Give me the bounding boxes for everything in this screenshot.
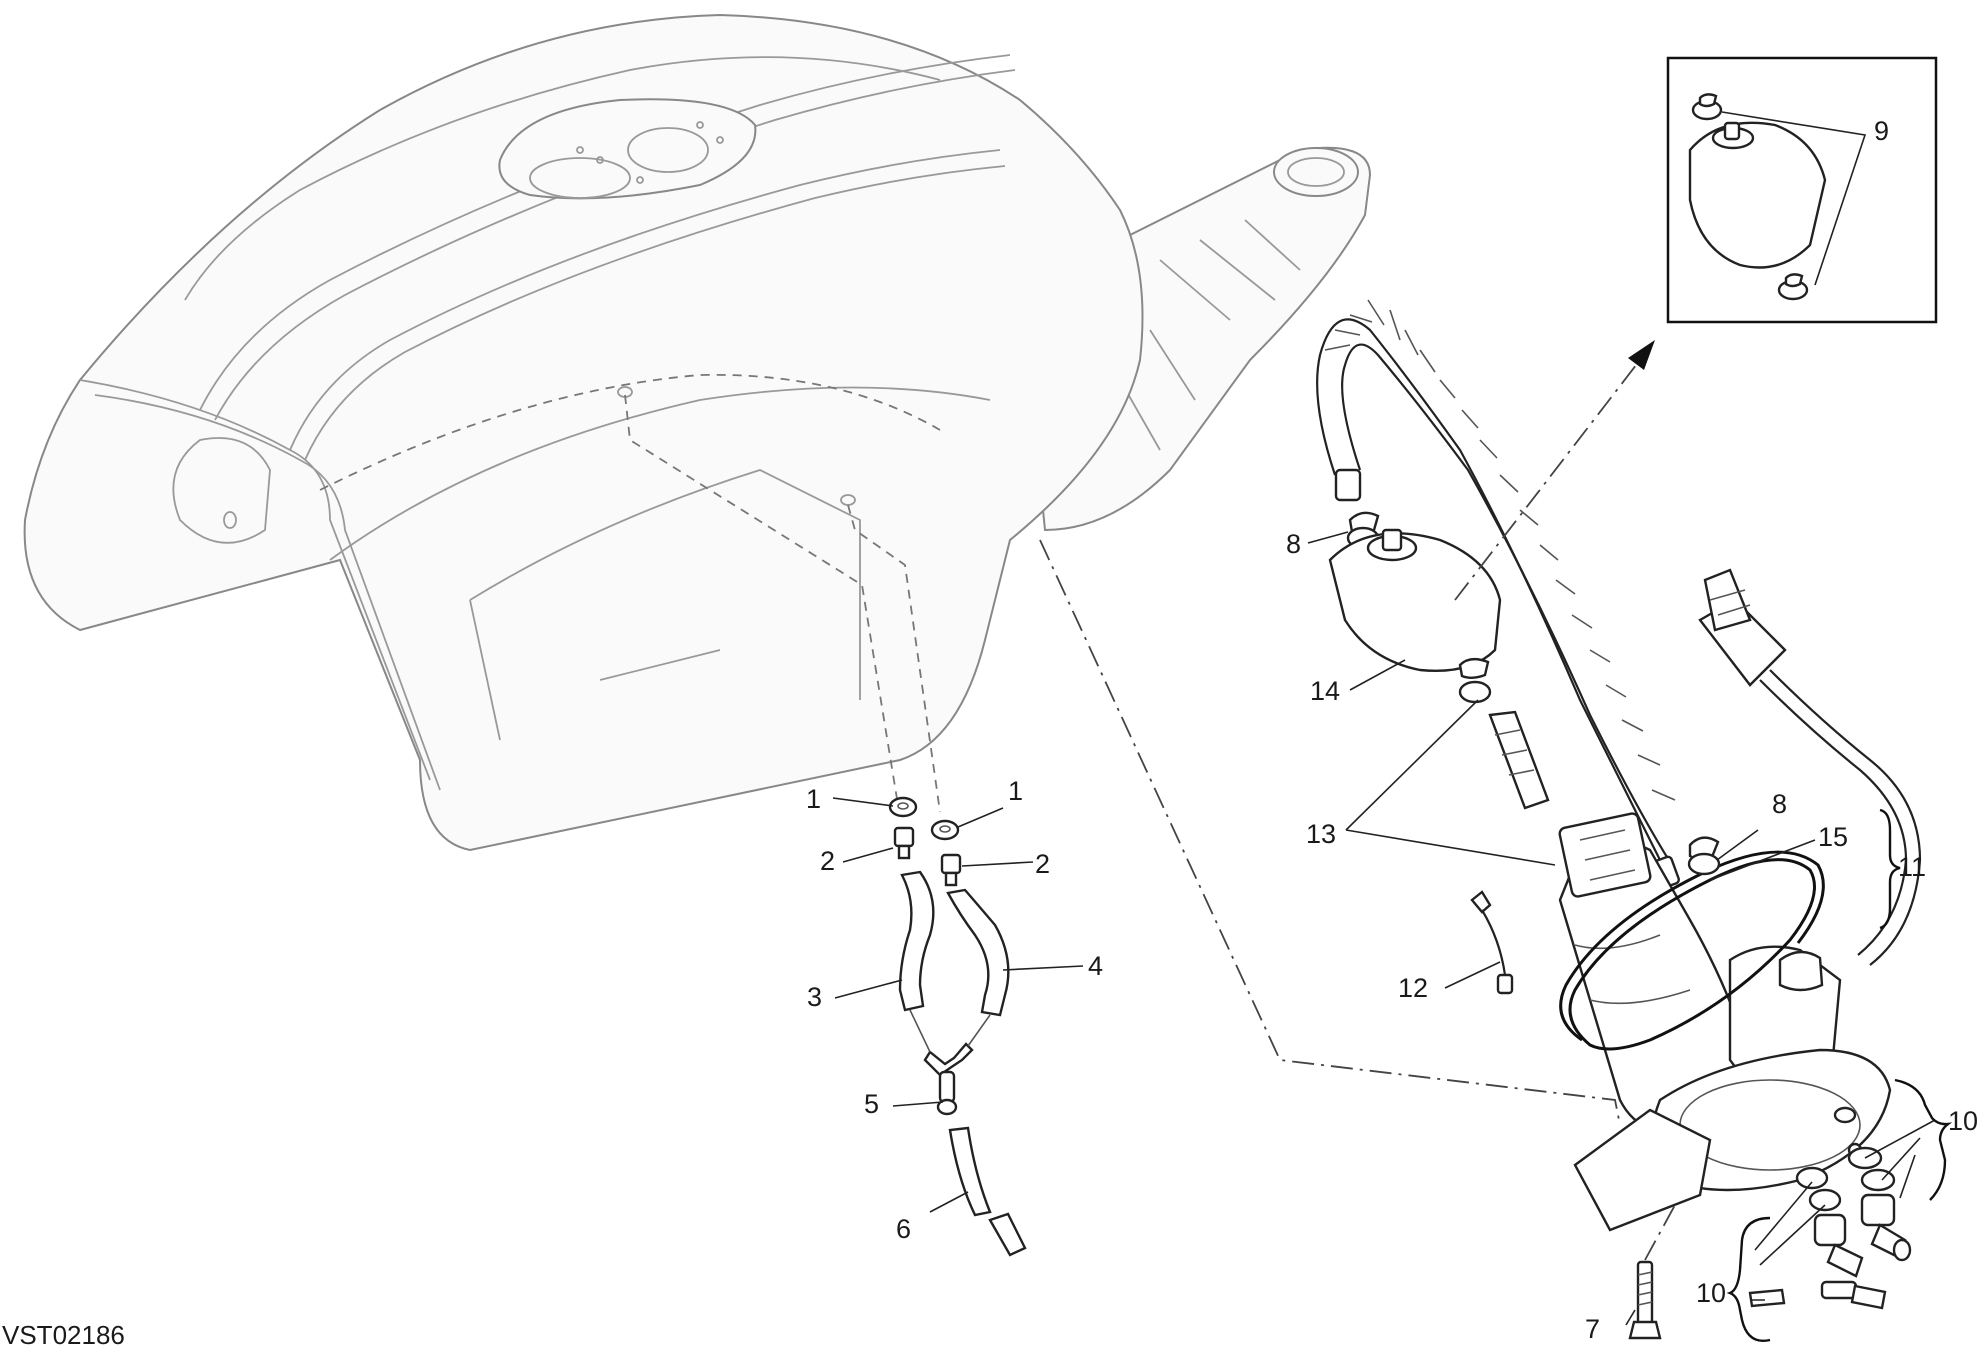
callout-13: 13: [1306, 819, 1336, 849]
callout-4: 4: [1088, 951, 1103, 981]
leader-lines: [832, 531, 1936, 1326]
group-brackets: [1726, 808, 1953, 1342]
callout-10-right: 10: [1948, 1106, 1978, 1136]
filter-detail-inset: [1666, 56, 1938, 324]
fuel-tank: [23, 13, 1372, 852]
callout-1-left: 1: [806, 784, 821, 814]
callout-12: 12: [1398, 973, 1428, 1003]
callout-8-lower: 8: [1772, 789, 1787, 819]
callout-14: 14: [1310, 676, 1340, 706]
vent-hose-assembly: [624, 394, 1027, 1257]
callout-9: 9: [1874, 116, 1889, 146]
callout-8-upper: 8: [1286, 529, 1301, 559]
callout-11: 11: [1898, 852, 1926, 882]
callout-2-left: 2: [820, 846, 835, 876]
callout-3: 3: [807, 982, 822, 1012]
callout-1-right: 1: [1008, 776, 1023, 806]
callout-5: 5: [864, 1089, 879, 1119]
callout-7: 7: [1585, 1314, 1600, 1344]
callout-6: 6: [896, 1214, 911, 1244]
callout-10-left: 10: [1696, 1278, 1726, 1308]
callout-labels: 1 1 2 2 3 4 5 6 7 8 8 9 10 10 11 12 13 1…: [2, 116, 1978, 1350]
callout-2-right: 2: [1035, 849, 1050, 879]
callout-15: 15: [1818, 822, 1848, 852]
drawing-code: VST02186: [2, 1320, 125, 1350]
